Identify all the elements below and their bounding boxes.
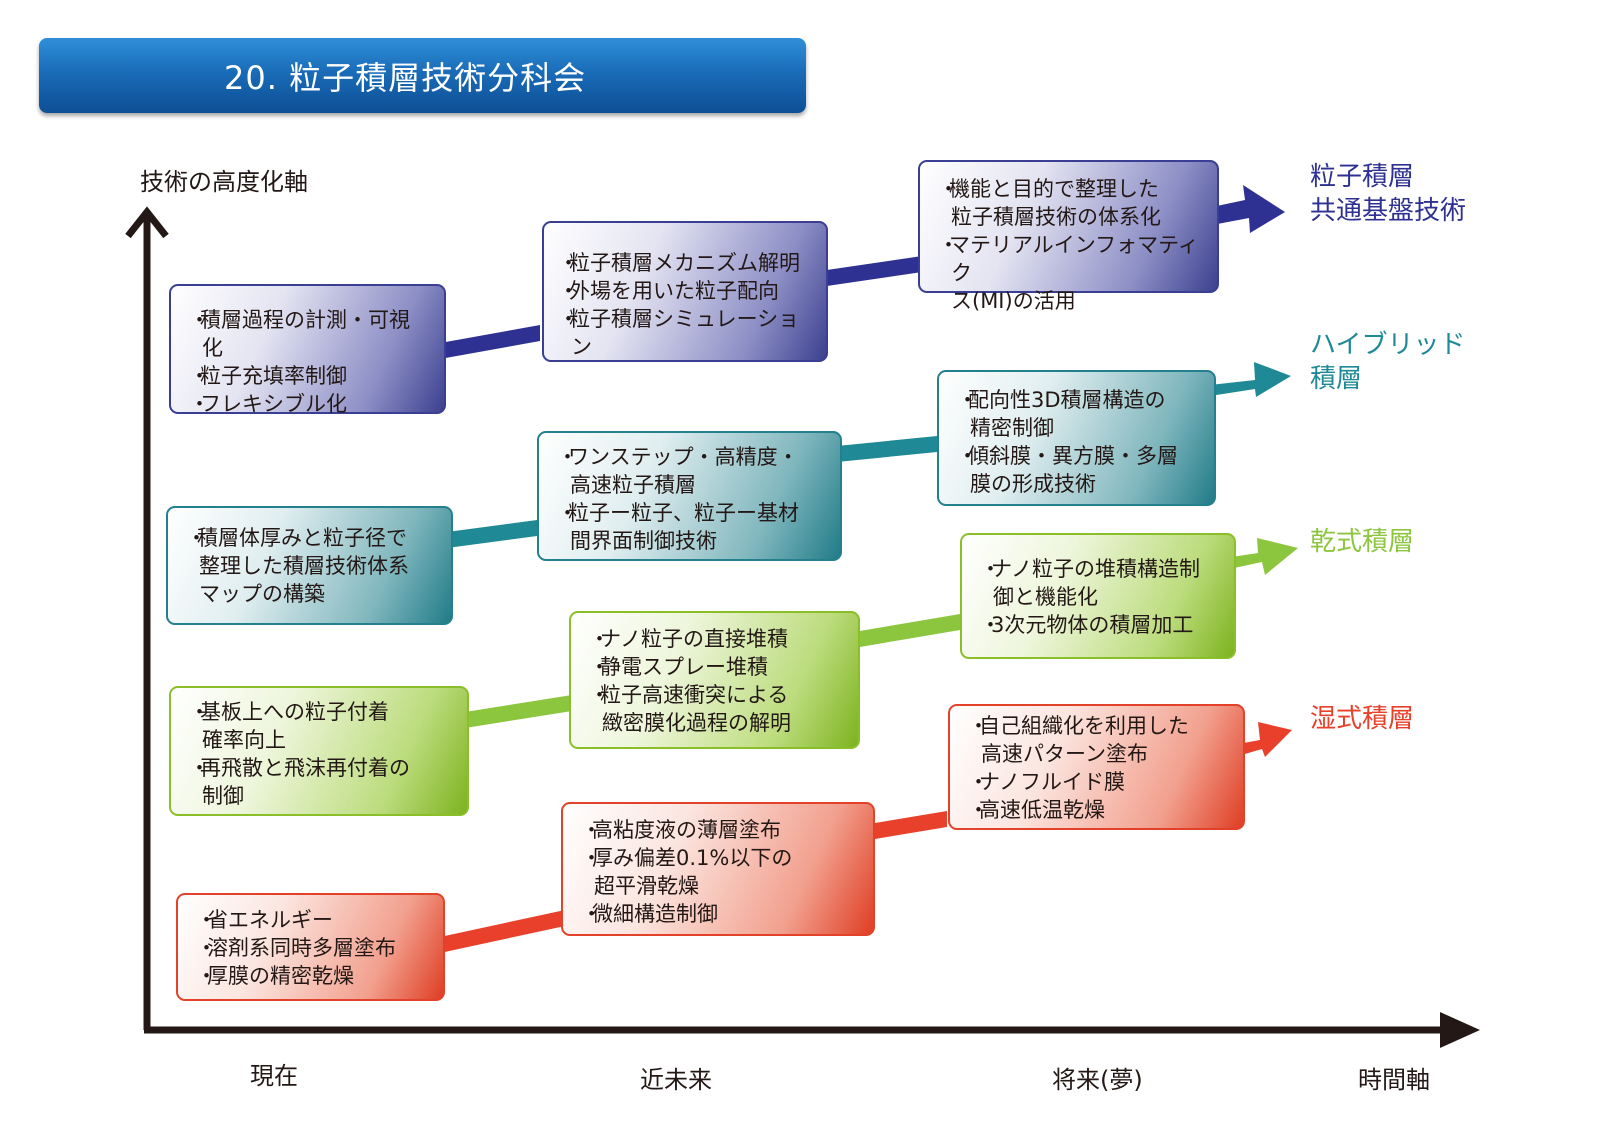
connector-band (440, 910, 565, 953)
list-item: 微細構造制御 (583, 900, 859, 928)
list-item: 再飛散と飛沫再付着の 制御 (191, 754, 453, 810)
x-axis-arrowhead (1440, 1012, 1480, 1048)
stage-label-future-dream: 将来(夢) (1052, 1066, 1143, 1094)
track-arrow (1238, 722, 1292, 757)
wet-future-box: 自己組織化を利用した 高速パターン塗布 ナノフルイド膜 高速低温乾燥 (948, 704, 1245, 830)
list-item: 傾斜膜・異方膜・多層 膜の形成技術 (959, 442, 1200, 498)
page-title: 20. 粒子積層技術分科会 (224, 58, 587, 97)
list-item: フレキシブル化 (191, 390, 430, 418)
list-item: 溶剤系同時多層塗布 (198, 934, 429, 962)
track-connectors-wet (440, 722, 1292, 953)
connector-band (837, 436, 937, 462)
list-item: 静電スプレー堆積 (591, 653, 844, 681)
connector-band (820, 256, 922, 287)
list-item: 粒子充填率制御 (191, 362, 430, 390)
track-label-dry: 乾式積層 (1310, 527, 1415, 557)
list-item: 高速低温乾燥 (970, 796, 1229, 824)
list-item: 積層過程の計測・可視化 (191, 306, 430, 362)
list-item: 3次元物体の積層加工 (982, 611, 1220, 639)
hybrid-present-box: 積層体厚みと粒子径で 整理した積層技術体系 マップの構築 (166, 506, 453, 625)
connector-band (854, 614, 960, 648)
wet-present-box: 省エネルギー 溶剤系同時多層塗布 厚膜の精密乾燥 (176, 893, 445, 1001)
list-item: 機能と目的で整理した 粒子積層技術の体系化 (940, 175, 1203, 231)
track-arrow (1210, 362, 1291, 397)
track-label-common-basis: 粒子積層 共通基盤技術 (1310, 162, 1467, 226)
common-basis-future-box: 機能と目的で整理した 粒子積層技術の体系化 マテリアルインフォマティク ス(MI… (918, 160, 1219, 313)
list-item: 高粘度液の薄層塗布 (583, 816, 859, 844)
list-item: 配向性3D積層構造の 精密制御 (959, 386, 1200, 442)
track-connectors-hybrid (447, 362, 1291, 548)
connector-band (869, 811, 947, 840)
list-item: ナノ粒子の直接堆積 (591, 625, 844, 653)
track-arrow (1212, 185, 1285, 233)
track-label-wet: 湿式積層 (1310, 704, 1415, 734)
track-label-hybrid: ハイブリッド 積層 (1310, 330, 1466, 394)
list-item: 積層体厚みと粒子径で 整理した積層技術体系 マップの構築 (188, 524, 437, 608)
list-item: 外場を用いた粒子配向 (560, 277, 812, 305)
list-item: 粒子高速衝突による 緻密膜化過程の解明 (591, 681, 844, 737)
connector-band (447, 520, 537, 548)
list-item: マテリアルインフォマティク ス(MI)の活用 (940, 231, 1203, 315)
common-basis-near-future-box: 粒子積層メカニズム解明 外場を用いた粒子配向 粒子積層シミュレーション (542, 221, 828, 362)
dry-future-box: ナノ粒子の堆積構造制 御と機能化 3次元物体の積層加工 (960, 533, 1236, 659)
y-axis-label: 技術の高度化軸 (140, 168, 308, 196)
track-connectors-dry (465, 538, 1298, 728)
list-item: 自己組織化を利用した 高速パターン塗布 (970, 712, 1229, 768)
track-connectors-common-basis (440, 185, 1285, 359)
connector-band (465, 695, 572, 728)
stage-label-near-future: 近未来 (640, 1066, 712, 1094)
stage-label-present: 現在 (250, 1062, 298, 1090)
common-basis-present-box: 積層過程の計測・可視化 粒子充填率制御 フレキシブル化 (169, 284, 446, 416)
dry-near-future-box: ナノ粒子の直接堆積 静電スプレー堆積 粒子高速衝突による 緻密膜化過程の解明 (569, 611, 860, 749)
title-banner: 20. 粒子積層技術分科会 (39, 38, 806, 113)
list-item: ナノ粒子の堆積構造制 御と機能化 (982, 555, 1220, 611)
track-arrow (1225, 538, 1298, 575)
list-item: ワンステップ・高精度・ 高速粒子積層 (559, 443, 826, 499)
list-item: 省エネルギー (198, 906, 429, 934)
list-item: 厚み偏差0.1%以下の 超平滑乾燥 (583, 844, 859, 900)
connector-band (440, 325, 540, 359)
list-item: 粒子ー粒子、粒子ー基材 間界面制御技術 (559, 499, 826, 555)
list-item: 粒子積層シミュレーション (560, 305, 812, 361)
list-item: ナノフルイド膜 (970, 768, 1229, 796)
y-axis-arrowhead (125, 206, 169, 239)
hybrid-future-box: 配向性3D積層構造の 精密制御 傾斜膜・異方膜・多層 膜の形成技術 (937, 370, 1216, 506)
dry-present-box: 基板上への粒子付着 確率向上 再飛散と飛沫再付着の 制御 (169, 686, 469, 816)
x-axis-label: 時間軸 (1358, 1066, 1430, 1094)
list-item: 厚膜の精密乾燥 (198, 962, 429, 990)
list-item: 基板上への粒子付着 確率向上 (191, 698, 453, 754)
hybrid-near-future-box: ワンステップ・高精度・ 高速粒子積層 粒子ー粒子、粒子ー基材 間界面制御技術 (537, 431, 842, 561)
wet-near-future-box: 高粘度液の薄層塗布 厚み偏差0.1%以下の 超平滑乾燥 微細構造制御 (561, 802, 875, 936)
list-item: 粒子積層メカニズム解明 (560, 249, 812, 277)
